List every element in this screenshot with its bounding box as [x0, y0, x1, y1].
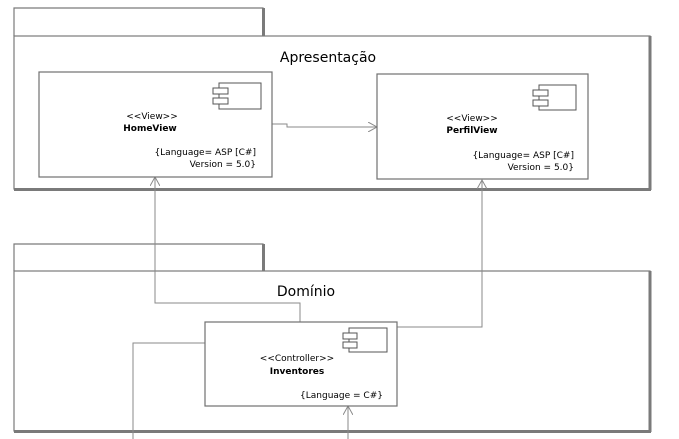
package-apresentacao-title: Apresentação: [280, 50, 376, 66]
component-homeview-name: HomeView: [123, 124, 177, 134]
component-perfilview-language: {Language= ASP [C#]: [472, 151, 574, 161]
component-icon: [212, 82, 262, 110]
component-inventores-language: {Language = C#}: [300, 391, 383, 401]
package-apresentacao-tab: [13, 7, 264, 36]
component-perfilview-name: PerfilView: [446, 126, 497, 136]
package-dominio-title: Domínio: [277, 284, 335, 300]
component-perfilview-stereotype: <<View>>: [446, 114, 498, 124]
package-dominio-tab: [13, 243, 264, 271]
component-homeview-stereotype: <<View>>: [126, 112, 178, 122]
component-homeview-language: {Language= ASP [C#]: [154, 148, 256, 158]
connector-inventores-to-homeview[interactable]: [155, 177, 301, 322]
component-perfilview-version: Version = 5.0}: [508, 163, 574, 173]
component-icon: [532, 84, 577, 111]
component-perfilview[interactable]: <<View>> PerfilView {Language= ASP [C#] …: [376, 73, 589, 180]
connectors: [132, 124, 482, 439]
component-homeview[interactable]: <<View>> HomeView {Language= ASP [C#] Ve…: [38, 71, 273, 178]
component-icon: [342, 327, 388, 353]
component-homeview-version: Version = 5.0}: [190, 160, 256, 170]
component-inventores-stereotype: <<Controller>>: [260, 354, 334, 364]
component-inventores[interactable]: <<Controller>> Inventores {Language = C#…: [204, 321, 398, 407]
connector-external-to-inventores[interactable]: [132, 342, 205, 439]
component-inventores-name: Inventores: [270, 367, 325, 377]
connector-inventores-to-perfilview[interactable]: [397, 180, 482, 328]
connector-homeview-to-perfilview[interactable]: [272, 124, 377, 127]
